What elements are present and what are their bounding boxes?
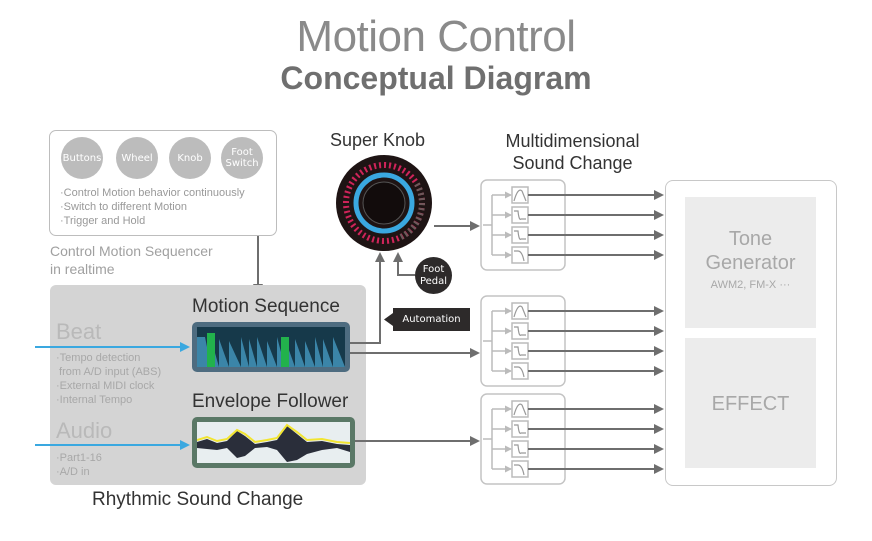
tone-generator-box: Tone Generator AWM2, FM-X ··· [685,197,816,328]
destination-box [665,180,837,486]
filter-icon [511,460,529,478]
foot-pedal: Foot Pedal [415,257,452,294]
md-line2: Sound Change [512,153,633,173]
motion-sequence-graphic [192,322,350,372]
filter-icon [511,226,529,244]
automation-label: Automation [393,308,470,331]
filter-group [480,393,566,485]
controllers-box [49,130,277,236]
beat-bullet: ·Tempo detection [56,352,141,364]
motion-sequence-wave-icon [197,327,345,367]
super-knob-icon[interactable] [334,153,434,253]
motion-sequence-label: Motion Sequence [192,296,340,317]
beat-bullet: from A/D input (ABS) [56,366,162,378]
envelope-wave-icon [197,423,350,462]
wheel-circle: Wheel [116,137,158,179]
md-line1: Multidimensional [505,131,640,151]
audio-label: Audio [56,418,113,443]
super-knob-label: Super Knob [330,130,426,150]
title-line2: Conceptual Diagram [280,60,592,96]
tone-gen-line1: Tone [728,228,773,250]
audio-bullet: ·Part1-16 [56,452,102,464]
filter-icon [511,206,529,224]
beat-label: Beat [56,319,102,344]
buttons-circle: Buttons [61,137,103,179]
effect-box: EFFECT [685,338,816,468]
audio-bullet: ·A/D in [56,466,90,478]
filter-icon [511,246,529,264]
knob-circle: Knob [169,137,211,179]
tone-gen-line2: Generator [705,252,796,274]
filter-group [480,295,566,387]
beat-bullet: ·Internal Tempo [56,394,133,406]
filter-icon [511,322,529,340]
controller-bullet: ·Control Motion behavior continuously [60,187,245,199]
title-line1: Motion Control [296,12,576,61]
envelope-follower-label: Envelope Follower [192,391,349,412]
beat-bullet: ·External MIDI clock [56,380,155,392]
controllers-caption: in realtime [50,261,115,277]
rhythmic-sound-change-label: Rhythmic Sound Change [92,489,304,510]
envelope-follower-graphic [192,417,355,468]
filter-icon [511,342,529,360]
tone-gen-sub: AWM2, FM-X ··· [710,279,791,291]
filter-icon [511,420,529,438]
controller-bullet: ·Trigger and Hold [60,215,146,227]
controllers-caption: Control Motion Sequencer [50,243,213,259]
filter-icon [511,440,529,458]
foot-switch-circle: Foot Switch [221,137,263,179]
controller-bullet: ·Switch to different Motion [60,201,187,213]
filter-icon [511,362,529,380]
filter-group [480,179,566,271]
